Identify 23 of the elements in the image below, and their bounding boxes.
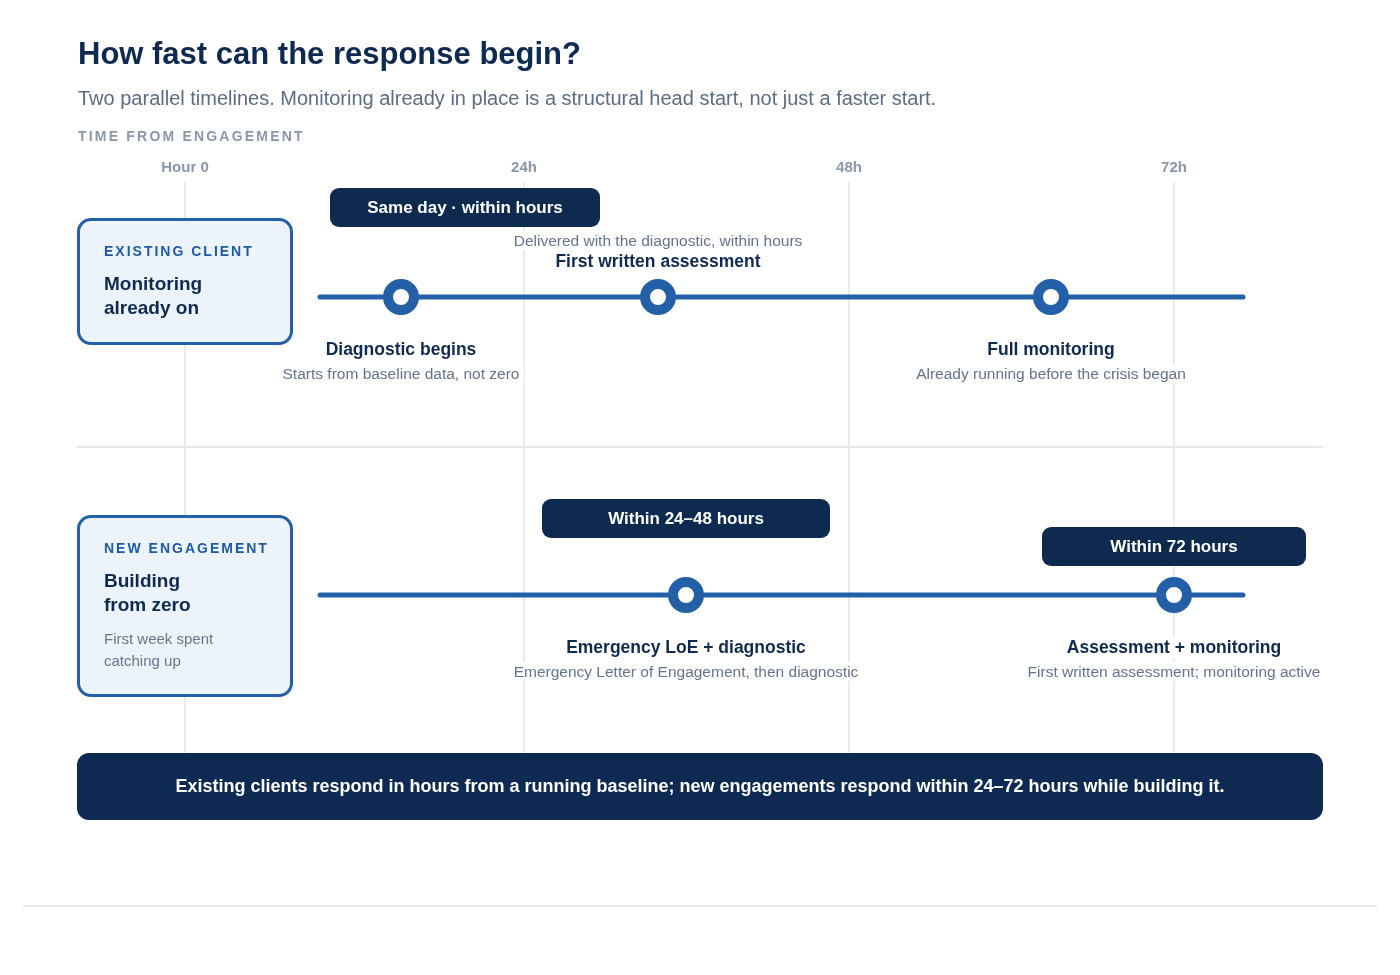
summary-banner: Existing clients respond in hours from a running baseline; new engagements respond within 24–72 hours while building it. <box>77 753 1323 820</box>
time-badge: Within 72 hours <box>1042 527 1306 566</box>
lane-heading: Building from zero <box>104 568 192 617</box>
axis-title: TIME FROM ENGAGEMENT <box>78 128 305 145</box>
lane-note: First week spent catching up <box>104 629 215 671</box>
lane-card <box>77 218 293 346</box>
lane-label: EXISTING CLIENT <box>104 243 254 260</box>
milestone-marker <box>383 279 419 315</box>
milestone-marker <box>668 577 704 613</box>
lane-card <box>77 515 293 697</box>
lane-label: NEW ENGAGEMENT <box>104 540 269 557</box>
subtitle: Two parallel timelines. Monitoring already in place is a structural head start, not just a faster start. <box>78 86 937 110</box>
page-title: How fast can the response begin? <box>78 36 581 72</box>
time-badge: Within 24–48 hours <box>542 499 830 538</box>
axis-tick-label: 48h <box>836 158 862 176</box>
axis-tick-label: 24h <box>511 158 537 176</box>
axis-tick-label: 72h <box>1161 158 1187 176</box>
axis-tick-label: Hour 0 <box>161 158 209 176</box>
milestone-marker <box>1033 279 1069 315</box>
lane-heading: Monitoring already on <box>104 271 204 320</box>
milestone-marker <box>1156 577 1192 613</box>
milestone-marker <box>640 279 676 315</box>
time-badge: Same day · within hours <box>330 188 600 227</box>
